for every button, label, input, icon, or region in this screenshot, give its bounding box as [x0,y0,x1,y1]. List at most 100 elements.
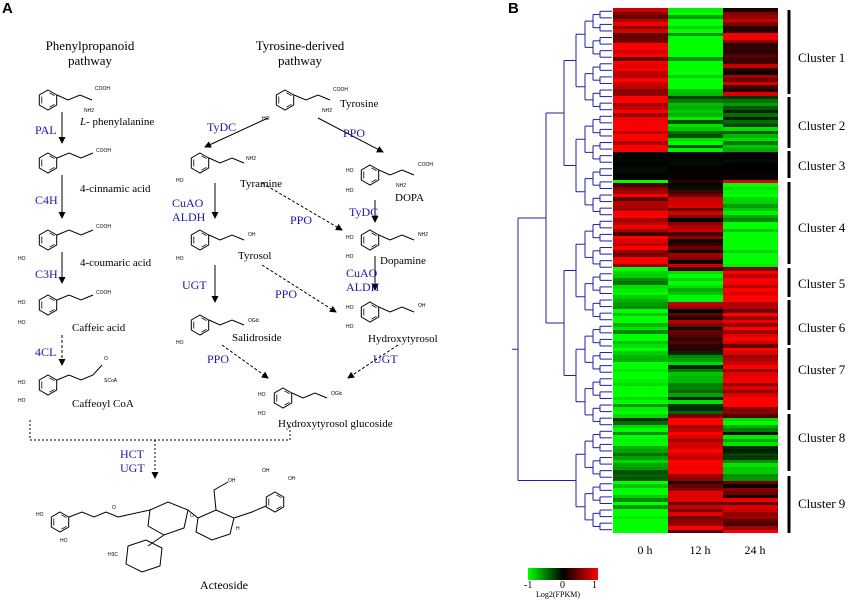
heatmap-cell [668,319,724,324]
heatmap-cell [668,186,724,191]
heatmap-cell [613,43,669,47]
heatmap-cell [668,239,724,243]
heatmap-cell [668,501,724,506]
cinnamic-acid-label: 4-cinnamic acid [80,183,151,195]
heatmap-cell [668,449,724,453]
heatmap-cell [723,417,778,422]
heatmap-cell [613,494,669,499]
heatmap-cell [723,379,778,383]
heatmap-cell [723,130,778,135]
heatmap-cell [723,123,778,128]
enzyme-ugt: UGT [120,461,145,475]
heatmap-cell [613,207,669,212]
heatmap-cell [613,267,669,271]
heatmap-cell [723,144,778,149]
heatmap-cell [613,165,669,170]
heatmap-cell [668,200,724,205]
heatmap-cell [613,204,669,208]
heatmap-cell [613,193,669,198]
heatmap-cell [668,270,724,275]
cluster-label: Cluster 7 [798,362,846,377]
heatmap-cell [668,529,724,533]
heatmap-cell [613,501,669,506]
heatmap-cell [613,172,669,177]
heatmap-cell [723,18,778,23]
heatmap-cell [613,200,669,205]
heatmap-cell [723,211,778,215]
heatmap-cell [668,137,724,142]
heatmap-cell [723,508,778,513]
heatmap-cell [668,102,724,107]
phenylalanine-label: L- phenylalanine [80,116,154,128]
heatmap-cell [668,291,724,296]
heatmap-cell [668,144,724,149]
heatmap-cell [668,298,724,303]
heatmap-cell [723,43,778,47]
heatmap-cell [668,522,724,527]
heatmap-cell [668,60,724,65]
heatmap-cell [668,428,724,432]
heatmap-cell [668,50,724,54]
heatmap-cell [723,11,778,16]
heatmap-cell [613,410,669,415]
heatmap-cell [668,197,724,201]
heatmap-cell [668,421,724,425]
heatmap-cell [613,246,669,250]
tyrosine-label: Tyrosine [340,98,379,110]
heatmap-cell [723,64,778,68]
heatmap-cell [613,403,669,408]
heatmap-cell [723,400,778,404]
tyramine-label: Tyramine [240,178,282,190]
heatmap-cell [723,267,778,271]
heatmap-cell [613,347,669,352]
heatmap-cell [723,368,778,373]
heatmap-cell [723,435,778,439]
heatmap-cell [668,491,724,495]
heatmap-cell [613,29,669,33]
atom-label: HO [176,178,184,184]
heatmap-cell [668,316,724,320]
heatmap-cell [668,508,724,513]
heatmap-cell [613,214,669,219]
heatmap-cell [723,351,778,355]
heatmap-cell [668,477,724,481]
heatmap-cell [668,67,724,72]
heatmap-cell [668,22,724,26]
heatmap-cell [723,221,778,226]
heatmap-cell [613,508,669,513]
cluster-label: Cluster 6 [798,320,846,335]
heatmap-cell [668,337,724,341]
heatmap-cell [613,438,669,443]
heatmap-cell [723,403,778,408]
heatmap-cell [613,291,669,296]
heatmap-cell [613,326,669,331]
heatmap-cell [613,225,669,229]
heatmap-cell [723,204,778,208]
heatmap-cell [668,151,724,156]
heatmap-cell [723,424,778,429]
phenylalanine-name: phenylalanine [89,116,155,128]
atom-label: HO [346,168,354,174]
heatmap-cell [723,466,778,471]
heatmap-cell [613,67,669,72]
heatmap-cell [723,494,778,499]
heatmap-cell [668,372,724,376]
heatmap-cell [668,526,724,530]
heatmap-cell [613,81,669,86]
heatmap-cell [613,102,669,107]
heatmap-cell [613,487,669,492]
panel-b-letter: B [508,0,519,17]
heatmap-cell [723,396,778,401]
enzyme-tydc: TyDC [349,205,379,219]
heatmap-cell [668,459,724,464]
heatmap-cell [668,396,724,401]
heatmap-cell [723,340,778,345]
header-line: Phenylpropanoid [45,38,135,53]
heatmap-cell [668,494,724,499]
enzyme-ppo: PPO [343,126,366,140]
heatmap-cell [613,365,669,369]
heatmap-cell [668,78,724,82]
heatmap-cell [668,29,724,33]
heatmap-cell [668,484,724,488]
